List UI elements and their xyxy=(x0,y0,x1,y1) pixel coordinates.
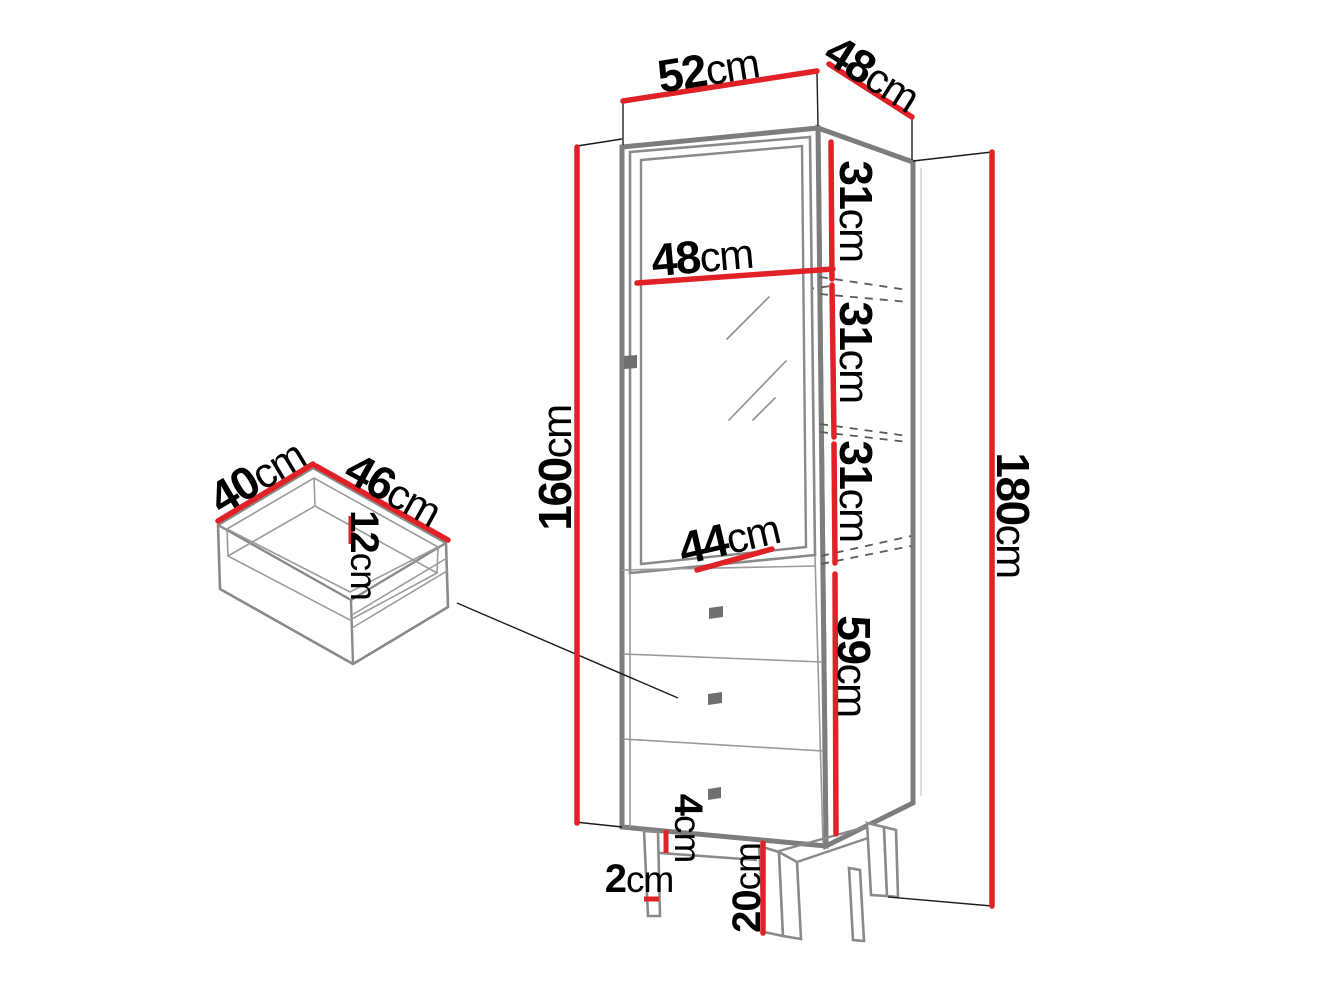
leg-front-left xyxy=(642,829,662,918)
side-rail-top-edge xyxy=(778,824,870,853)
drawer-rim-front-left xyxy=(217,523,352,602)
dim-line-section1-31 xyxy=(828,139,835,282)
dim-label-leg-thickness: 2cm xyxy=(605,857,674,901)
shine-stroke-3 xyxy=(752,397,776,421)
dim-label-top-depth: 48cm xyxy=(816,24,929,122)
leg-back-right-side xyxy=(882,825,900,899)
dim-line-drawer-depth-40 xyxy=(215,461,316,524)
ext-160-top xyxy=(576,138,623,147)
right-stile-line xyxy=(814,555,824,844)
drawer-box-outline xyxy=(216,466,450,666)
drawer-divider-2 xyxy=(622,738,824,752)
dim-line-section2-31 xyxy=(829,282,837,440)
drawer-inner-edge-back xyxy=(313,477,316,507)
extension-lines xyxy=(574,72,993,907)
drawer-handle-3 xyxy=(708,787,721,800)
dim-label-upper-section-2: 31cm xyxy=(830,301,882,402)
dim-label-upper-section-1: 31cm xyxy=(830,160,882,261)
drawer-section-top-line xyxy=(621,565,817,571)
dim-label-top-width: 52cm xyxy=(654,35,762,102)
dim-label-shelf-width: 48cm xyxy=(649,226,754,287)
dim-label-base-rail-height: 4cm xyxy=(666,794,710,863)
door-inner-frame xyxy=(639,144,808,566)
dim-line-drawer-width-46 xyxy=(313,463,451,543)
shine-stroke-1 xyxy=(726,296,770,340)
ext-180-bottom xyxy=(887,896,993,907)
drawer-handle-2 xyxy=(708,692,722,705)
door-outer-frame xyxy=(628,135,817,575)
cabinet xyxy=(619,124,922,943)
dim-label-leg-height: 20cm xyxy=(725,843,769,933)
drawer-callout-line xyxy=(456,602,679,699)
drawer-divider-1 xyxy=(622,653,823,663)
door-handle xyxy=(624,355,637,369)
drawer-inner-edge-right xyxy=(436,546,439,574)
dim-label-drawer-section-height: 59cm xyxy=(828,615,880,716)
drawer-handle-1 xyxy=(709,606,723,619)
dimension-lines xyxy=(215,61,995,936)
dim-line-drawer-section-59 xyxy=(832,571,839,837)
glass-shine xyxy=(726,296,787,421)
drawer-front-panel-line-2 xyxy=(351,570,448,629)
leg-back-left xyxy=(847,866,866,943)
dim-label-upper-section-3: 31cm xyxy=(830,440,882,541)
ext-52-right xyxy=(816,72,819,127)
dim-line-bottom-width-44 xyxy=(694,546,775,573)
dim-line-top-depth-48 xyxy=(826,61,915,120)
drawer-front-corner-edge xyxy=(349,599,355,665)
dim-label-total-height: 180cm xyxy=(987,452,1039,577)
dim-label-bottom-width: 44cm xyxy=(674,501,784,574)
drawer-front-panel-line-1 xyxy=(351,557,448,616)
drawer-section xyxy=(621,555,824,844)
shine-stroke-2 xyxy=(728,360,787,421)
dim-line-section3-31 xyxy=(831,441,838,566)
drawer-inner-edge-left xyxy=(226,528,229,557)
dim-label-body-height: 160cm xyxy=(529,405,581,530)
dim-line-top-width-52 xyxy=(620,68,820,104)
leg-front-right-side xyxy=(777,849,803,941)
ext-160-bottom xyxy=(574,821,623,828)
front-rail-bottom-edge xyxy=(645,850,758,862)
glass-door xyxy=(624,135,817,575)
ext-180-top xyxy=(912,151,993,162)
drawer-detail xyxy=(216,466,679,699)
dim-line-shelf-width-48 xyxy=(634,266,836,286)
dim-label-drawer-inner-height: 12cm xyxy=(342,510,386,600)
drawer-rim-front-right xyxy=(350,541,447,602)
side-rail-bottom-edge xyxy=(796,835,872,864)
